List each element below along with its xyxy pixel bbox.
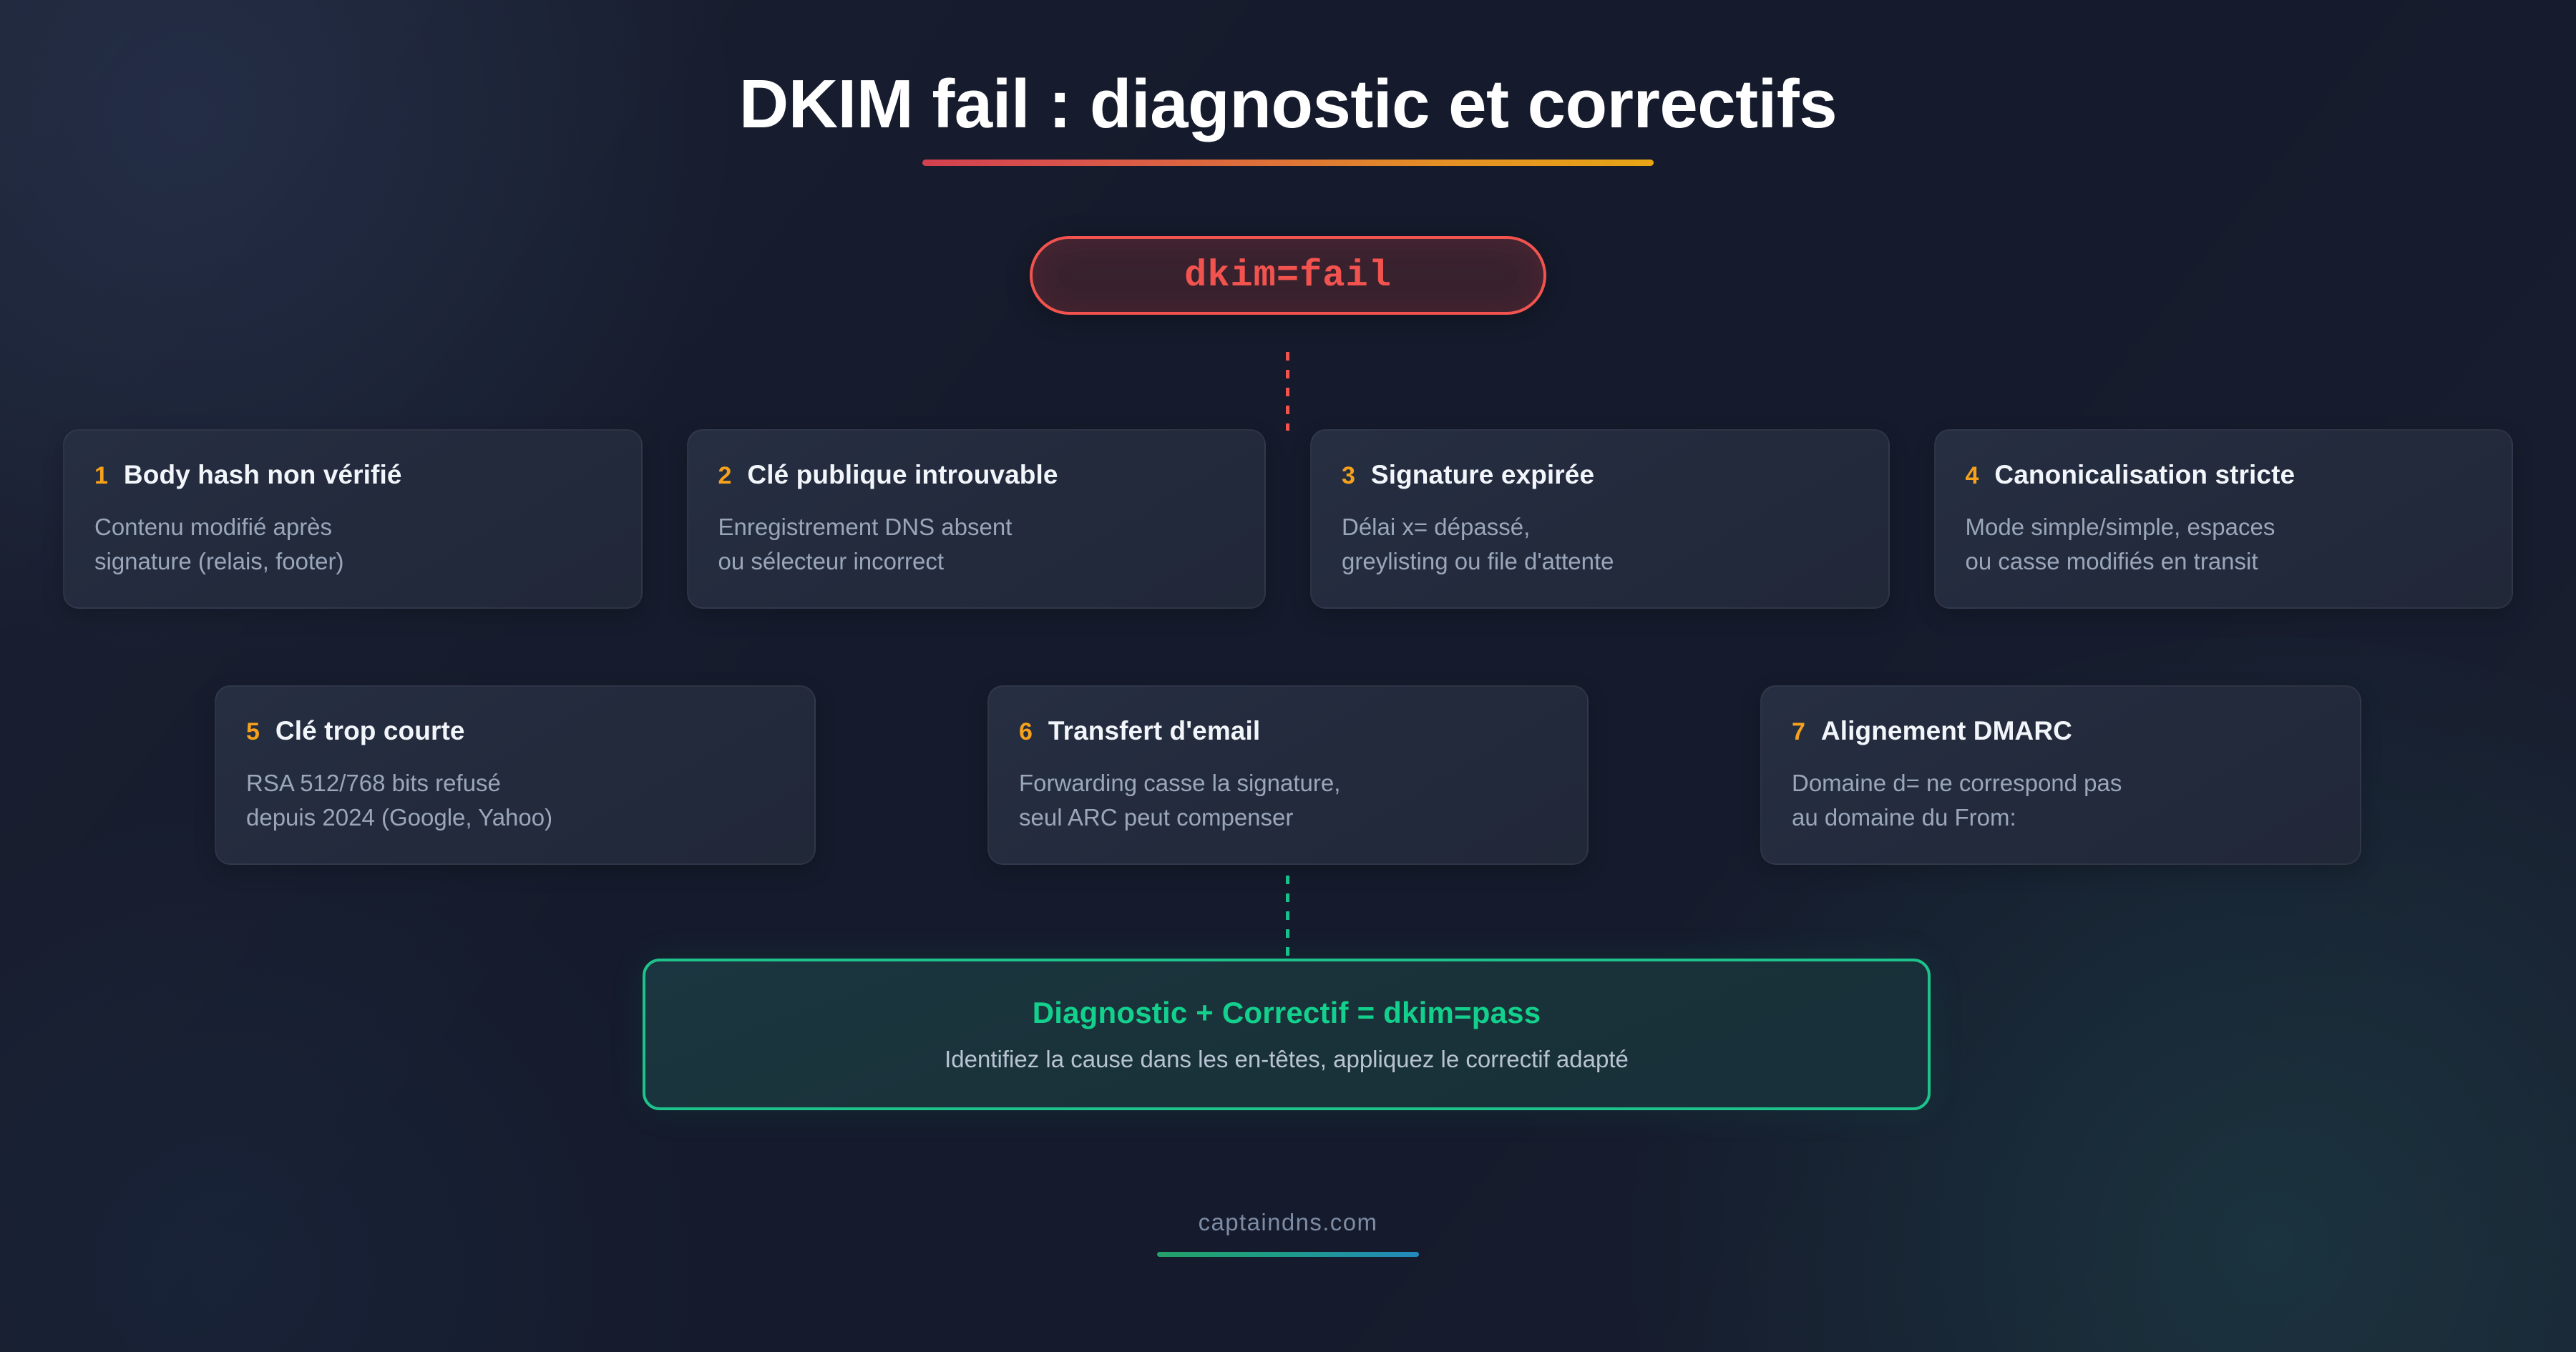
cause-card-number: 4 xyxy=(1965,462,1979,489)
cause-card: 5 Clé trop courte RSA 512/768 bits refus… xyxy=(215,685,816,866)
cause-card-title: Alignement DMARC xyxy=(1820,716,2072,745)
causes-row-1: 1 Body hash non vérifié Contenu modifié … xyxy=(63,429,2513,609)
cause-card-head: 1 Body hash non vérifié xyxy=(94,460,611,490)
title-underline-rule xyxy=(922,159,1654,166)
connector-line-cards-to-conclusion xyxy=(1286,876,1289,960)
fail-badge-wrapper: dkim=fail xyxy=(0,236,2576,315)
cause-card-head: 2 Clé publique introuvable xyxy=(718,460,1235,490)
cause-card-number: 1 xyxy=(94,462,108,489)
header: DKIM fail : diagnostic et correctifs xyxy=(0,66,2576,166)
cause-card-number: 2 xyxy=(718,462,732,489)
cause-card-head: 6 Transfert d'email xyxy=(1019,716,1557,746)
footer: captaindns.com xyxy=(0,1209,2576,1257)
cause-card: 1 Body hash non vérifié Contenu modifié … xyxy=(63,429,643,609)
dkim-fail-badge-label: dkim=fail xyxy=(1184,254,1392,297)
conclusion-title: Diagnostic + Correctif = dkim=pass xyxy=(1032,996,1541,1029)
conclusion-box: Diagnostic + Correctif = dkim=pass Ident… xyxy=(643,959,1931,1110)
cause-card-number: 5 xyxy=(246,718,260,745)
causes-row-2: 5 Clé trop courte RSA 512/768 bits refus… xyxy=(215,685,2361,866)
cause-card: 6 Transfert d'email Forwarding casse la … xyxy=(987,685,1589,866)
cause-card: 7 Alignement DMARC Domaine d= ne corresp… xyxy=(1760,685,2361,866)
cause-card: 4 Canonicalisation stricte Mode simple/s… xyxy=(1933,429,2513,609)
connector-line-fail-to-cards xyxy=(1286,352,1289,431)
cause-card: 2 Clé publique introuvable Enregistremen… xyxy=(686,429,1266,609)
cause-card-number: 7 xyxy=(1792,718,1805,745)
cause-card-title: Clé publique introuvable xyxy=(747,460,1058,489)
conclusion-subtitle: Identifiez la cause dans les en-têtes, a… xyxy=(945,1046,1629,1072)
footer-underline-rule xyxy=(1157,1252,1419,1257)
cause-card-description: RSA 512/768 bits refusé depuis 2024 (Goo… xyxy=(246,769,553,831)
cause-card-head: 4 Canonicalisation stricte xyxy=(1965,460,2482,490)
cause-card-title: Transfert d'email xyxy=(1048,716,1261,745)
cause-card-description: Contenu modifié après signature (relais,… xyxy=(94,513,344,574)
cause-card-description: Forwarding casse la signature, seul ARC … xyxy=(1019,769,1341,831)
cause-card-description: Enregistrement DNS absent ou sélecteur i… xyxy=(718,513,1013,574)
cause-card-description: Mode simple/simple, espaces ou casse mod… xyxy=(1965,513,2275,574)
cause-card-number: 3 xyxy=(1342,462,1355,489)
page-title: DKIM fail : diagnostic et correctifs xyxy=(738,66,1838,142)
cause-card-number: 6 xyxy=(1019,718,1033,745)
cause-card-title: Body hash non vérifié xyxy=(123,460,402,489)
background-glow-bottom-left xyxy=(0,808,730,1352)
cause-card-title: Clé trop courte xyxy=(275,716,465,745)
cause-card-head: 3 Signature expirée xyxy=(1342,460,1858,490)
cause-card-description: Délai x= dépassé, greylisting ou file d'… xyxy=(1342,513,1614,574)
cause-card: 3 Signature expirée Délai x= dépassé, gr… xyxy=(1310,429,1890,609)
dkim-fail-badge: dkim=fail xyxy=(1030,236,1546,315)
cause-card-head: 7 Alignement DMARC xyxy=(1792,716,2330,746)
footer-site-label: captaindns.com xyxy=(1198,1209,1378,1235)
cause-card-title: Canonicalisation stricte xyxy=(1994,460,2296,489)
cause-card-title: Signature expirée xyxy=(1370,460,1595,489)
cause-card-head: 5 Clé trop courte xyxy=(246,716,784,746)
cause-card-description: Domaine d= ne correspond pas au domaine … xyxy=(1792,769,2122,831)
